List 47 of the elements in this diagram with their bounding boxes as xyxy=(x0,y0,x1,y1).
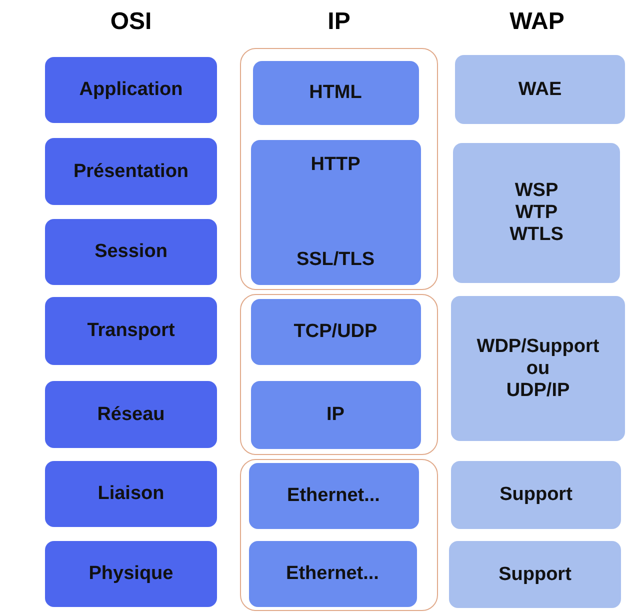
layer-box xyxy=(45,138,217,205)
protocol-box xyxy=(250,380,420,448)
group-frame xyxy=(240,459,438,611)
layer-box xyxy=(45,219,217,285)
layer-box xyxy=(45,461,217,527)
protocol-name: Ethernet... xyxy=(286,562,379,584)
protocol-box xyxy=(250,140,420,284)
layer-name: Transport xyxy=(87,320,175,342)
protocol-name: ou xyxy=(526,358,550,380)
layer-box xyxy=(45,297,217,365)
protocol-name: HTML xyxy=(309,82,362,104)
protocol-name: SSL/TLS xyxy=(296,248,375,270)
group-frame xyxy=(240,294,438,455)
protocol-box xyxy=(451,461,621,529)
protocol-name: UDP/IP xyxy=(506,380,570,402)
group-frame xyxy=(240,48,438,290)
layer-name: Présentation xyxy=(73,160,189,182)
protocol-name: WDP/Support xyxy=(476,336,600,358)
protocol-box xyxy=(449,541,621,608)
protocol-box xyxy=(455,55,625,124)
protocol-box xyxy=(252,60,418,124)
protocol-name: WAE xyxy=(518,78,562,100)
protocol-box xyxy=(248,540,416,606)
layer-name: Physique xyxy=(88,563,174,585)
protocol-name: IP xyxy=(326,404,344,426)
protocol-name: TCP/UDP xyxy=(294,320,378,342)
protocol-name: Support xyxy=(500,484,572,506)
protocol-name: Support xyxy=(498,564,572,586)
protocol-name: HTTP xyxy=(310,154,360,176)
protocol-box xyxy=(250,298,420,364)
layer-name: Réseau xyxy=(97,404,165,426)
protocol-name: Ethernet... xyxy=(287,484,380,506)
protocol-box xyxy=(451,296,625,441)
column-heading: WAP xyxy=(510,8,564,36)
protocol-box xyxy=(453,143,620,283)
layer-name: Session xyxy=(94,241,168,263)
layer-box xyxy=(45,541,217,607)
protocol-name: WTP xyxy=(515,202,558,224)
layer-name: Application xyxy=(79,79,183,101)
column-heading: OSI xyxy=(110,8,152,36)
layer-name: Liaison xyxy=(98,483,164,505)
layer-box xyxy=(45,57,217,123)
column-heading: IP xyxy=(328,8,350,36)
protocol-name: WTLS xyxy=(510,224,564,246)
protocol-name: WSP xyxy=(514,180,558,202)
layer-box xyxy=(45,381,217,448)
protocol-box xyxy=(248,462,418,528)
